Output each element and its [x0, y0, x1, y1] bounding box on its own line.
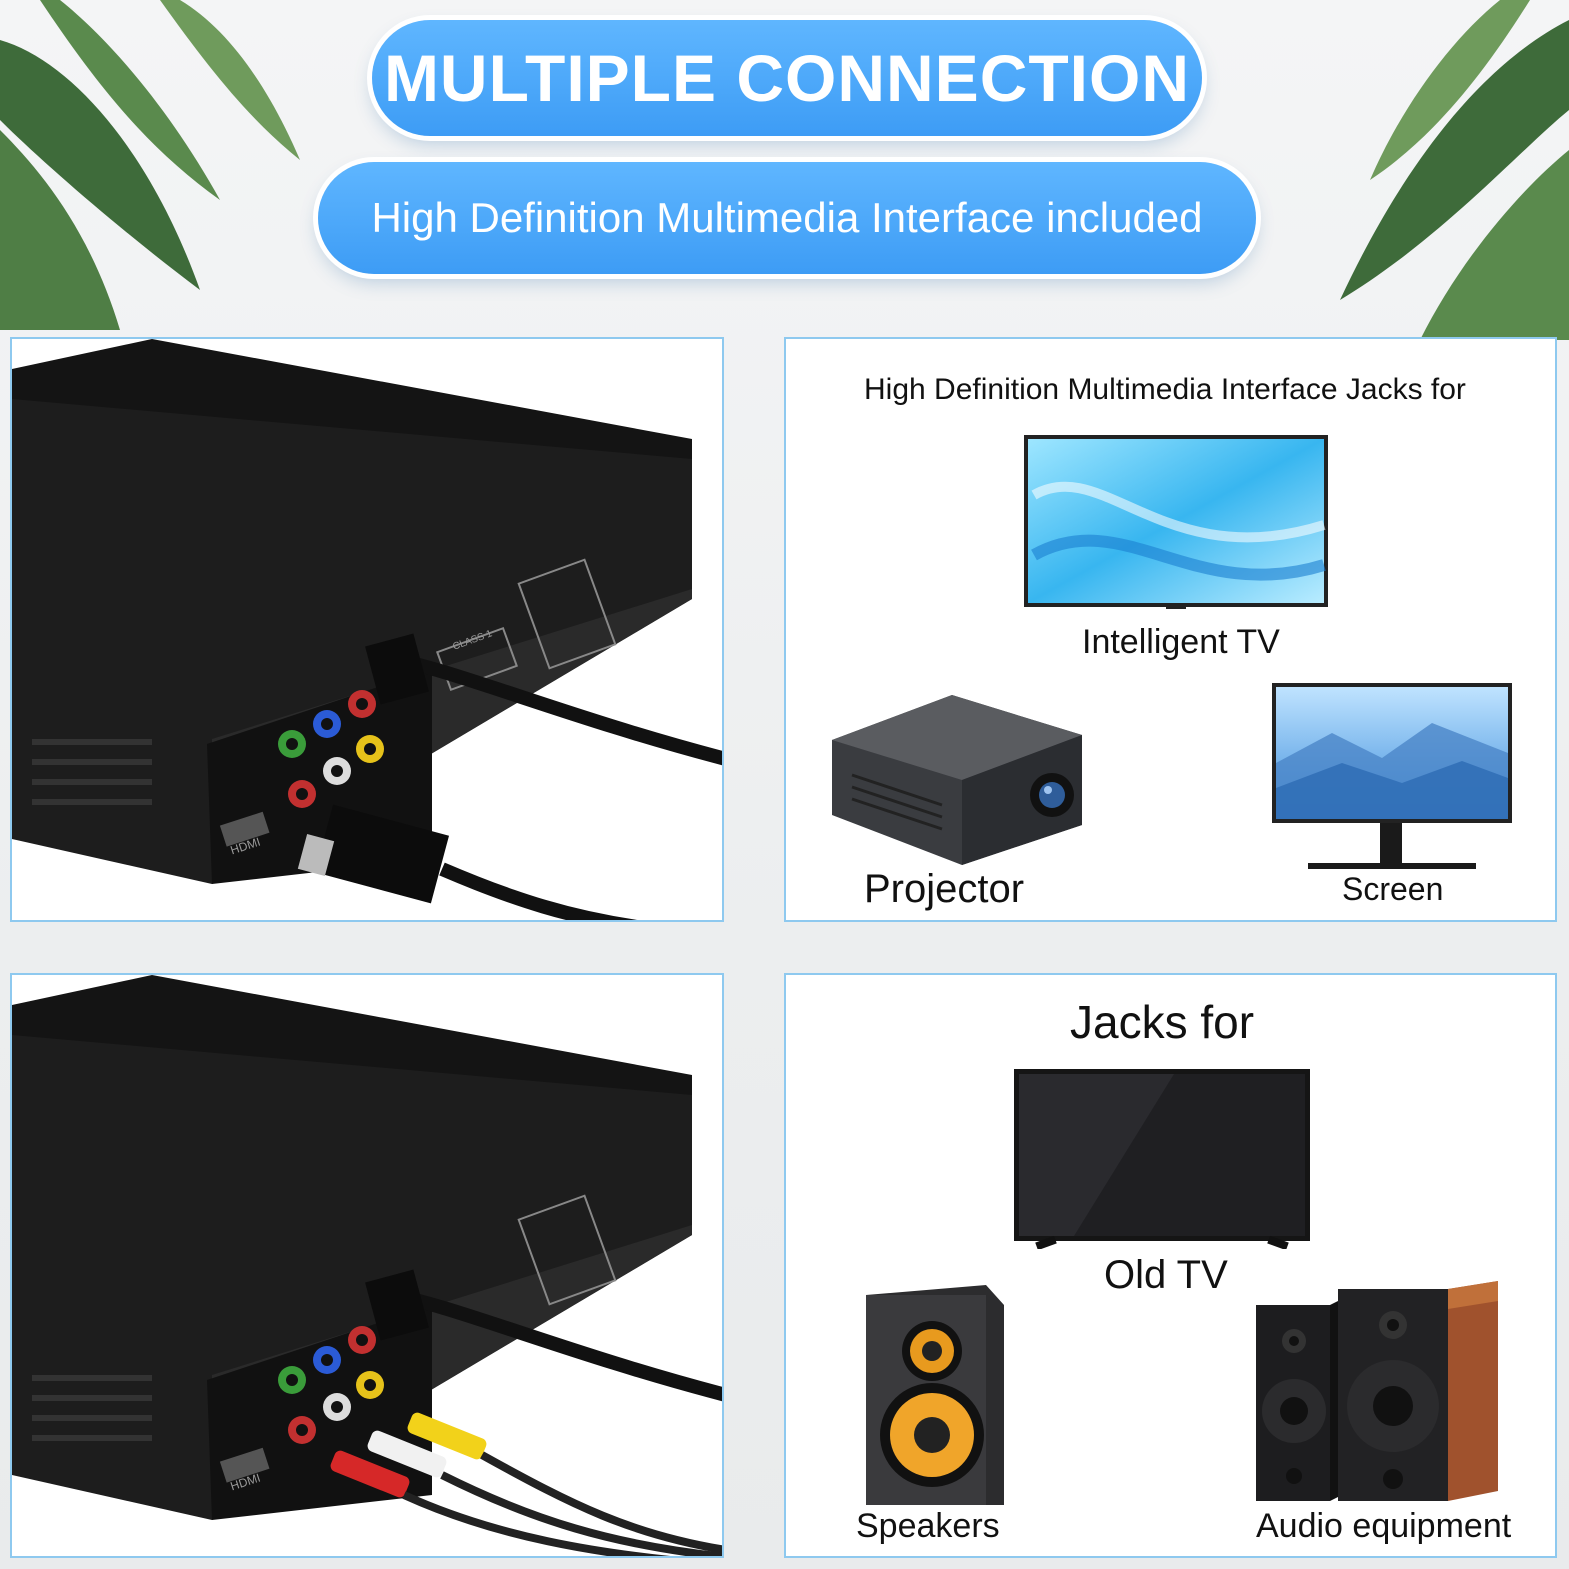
monitor-screen-icon: [1272, 683, 1512, 869]
smart-tv-icon: [1024, 435, 1328, 609]
subtitle-banner: High Definition Multimedia Interface inc…: [318, 162, 1256, 274]
device-label-screen: Screen: [1342, 871, 1444, 907]
av-heading: Jacks for: [1070, 996, 1255, 1048]
hdmi-player-panel: HDMI CLASS 1: [10, 337, 724, 922]
device-label-speakers: Speakers: [856, 1507, 1000, 1545]
av-player-panel: HDMI: [10, 973, 724, 1558]
dvd-player-av-image: [12, 975, 722, 1556]
device-label-old-tv: Old TV: [1104, 1253, 1228, 1297]
speaker-icon: [866, 1285, 1004, 1505]
projector-icon: [832, 695, 1082, 865]
leaf-decoration-right: [1340, 0, 1569, 340]
leaf-decoration-left: [0, 0, 300, 330]
audio-equipment-icon: [1256, 1281, 1498, 1501]
hdmi-devices-panel: High Definition Multimedia Interface Jac…: [784, 337, 1557, 922]
old-tv-icon: [1014, 1069, 1310, 1249]
title-banner: MULTIPLE CONNECTION: [372, 20, 1202, 136]
page-title: MULTIPLE CONNECTION: [383, 41, 1191, 115]
dvd-player-hdmi-image: [12, 339, 722, 920]
hdmi-heading: High Definition Multimedia Interface Jac…: [864, 373, 1466, 406]
device-label-intelligent-tv: Intelligent TV: [1082, 623, 1280, 661]
device-label-projector: Projector: [864, 867, 1025, 911]
av-devices-panel: Jacks for Old TV Speakers Audio equipmen…: [784, 973, 1557, 1558]
page-subtitle: High Definition Multimedia Interface inc…: [371, 194, 1203, 241]
device-label-audio-equipment: Audio equipment: [1256, 1507, 1512, 1545]
